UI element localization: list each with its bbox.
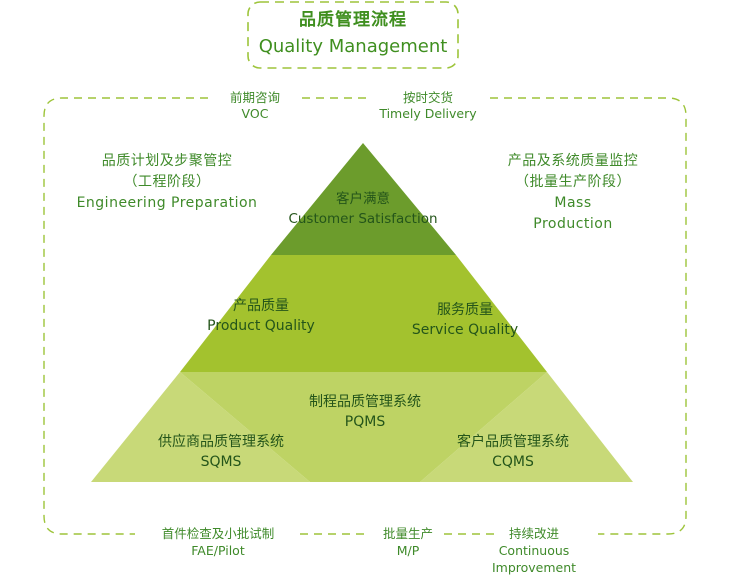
customer-satisfaction-en: Customer Satisfaction bbox=[288, 210, 438, 227]
mass-line3: Mass bbox=[554, 195, 592, 211]
pqms-en: PQMS bbox=[344, 414, 386, 431]
engineering-label: 品质计划及步聚管控 （工程阶段） Engineering Preparation bbox=[62, 151, 272, 214]
mass-line4: Production bbox=[533, 216, 613, 232]
mass-production-label: 产品及系统质量监控 （批量生产阶段） Mass Production bbox=[488, 151, 658, 235]
pyramid-pqms-tier bbox=[180, 372, 547, 482]
ci-en2: Improvement bbox=[491, 559, 577, 575]
customer-satisfaction-cn: 客户满意 bbox=[336, 191, 390, 207]
pyramid-sqms-tier bbox=[91, 372, 310, 482]
engineering-line2: （工程阶段） bbox=[123, 174, 211, 190]
product-quality-en: Product Quality bbox=[207, 318, 315, 335]
fae-cn: 首件检查及小批试制 bbox=[161, 526, 275, 541]
pqms-cn: 制程品质管理系统 bbox=[309, 394, 421, 410]
voc-label: 前期咨询 VOC bbox=[208, 90, 302, 121]
ci-cn: 持续改进 bbox=[508, 526, 559, 541]
pyramid-cqms-tier bbox=[420, 372, 633, 482]
engineering-line3: Engineering Preparation bbox=[76, 195, 258, 211]
title-dashed-box bbox=[247, 1, 459, 69]
pyramid-quality-tier bbox=[180, 255, 547, 372]
sqms-label: 供应商品质管理系统 SQMS bbox=[140, 432, 302, 473]
mass-line1: 产品及系统质量监控 bbox=[507, 153, 639, 169]
delivery-cn: 按时交货 bbox=[402, 90, 453, 105]
fae-en: FAE/Pilot bbox=[191, 542, 245, 558]
sqms-cn: 供应商品质管理系统 bbox=[158, 434, 284, 450]
continuous-improvement-label: 持续改进 Continuous Improvement bbox=[478, 526, 590, 577]
service-quality-en: Service Quality bbox=[411, 322, 519, 339]
page-title-en: Quality Management bbox=[258, 36, 448, 57]
engineering-line1: 品质计划及步聚管控 bbox=[101, 153, 233, 169]
mass-line2: （批量生产阶段） bbox=[515, 174, 631, 190]
cqms-label: 客户品质管理系统 CQMS bbox=[438, 432, 588, 473]
service-quality-cn: 服务质量 bbox=[437, 302, 493, 318]
mp-en: M/P bbox=[396, 542, 420, 558]
pqms-label: 制程品质管理系统 PQMS bbox=[290, 392, 440, 433]
voc-cn: 前期咨询 bbox=[229, 90, 280, 105]
voc-en: VOC bbox=[241, 105, 269, 121]
page-title-cn: 品质管理流程 bbox=[299, 10, 407, 30]
pyramid-top-tier bbox=[271, 143, 456, 255]
customer-satisfaction-label: 客户满意 Customer Satisfaction bbox=[278, 191, 448, 228]
mp-cn: 批量生产 bbox=[382, 526, 433, 541]
sqms-en: SQMS bbox=[200, 454, 242, 471]
mp-label: 批量生产 M/P bbox=[370, 526, 446, 560]
delivery-label: 按时交货 Timely Delivery bbox=[368, 90, 488, 121]
ci-en: Continuous bbox=[498, 542, 570, 558]
cqms-cn: 客户品质管理系统 bbox=[457, 434, 569, 450]
fae-pilot-label: 首件检查及小批试制 FAE/Pilot bbox=[140, 526, 296, 560]
cqms-en: CQMS bbox=[492, 454, 534, 471]
product-quality-cn: 产品质量 bbox=[233, 298, 289, 314]
outer-dashed-frame bbox=[43, 97, 687, 535]
product-quality-label: 产品质量 Product Quality bbox=[196, 296, 326, 337]
service-quality-label: 服务质量 Service Quality bbox=[400, 300, 530, 341]
delivery-en: Timely Delivery bbox=[379, 105, 477, 121]
